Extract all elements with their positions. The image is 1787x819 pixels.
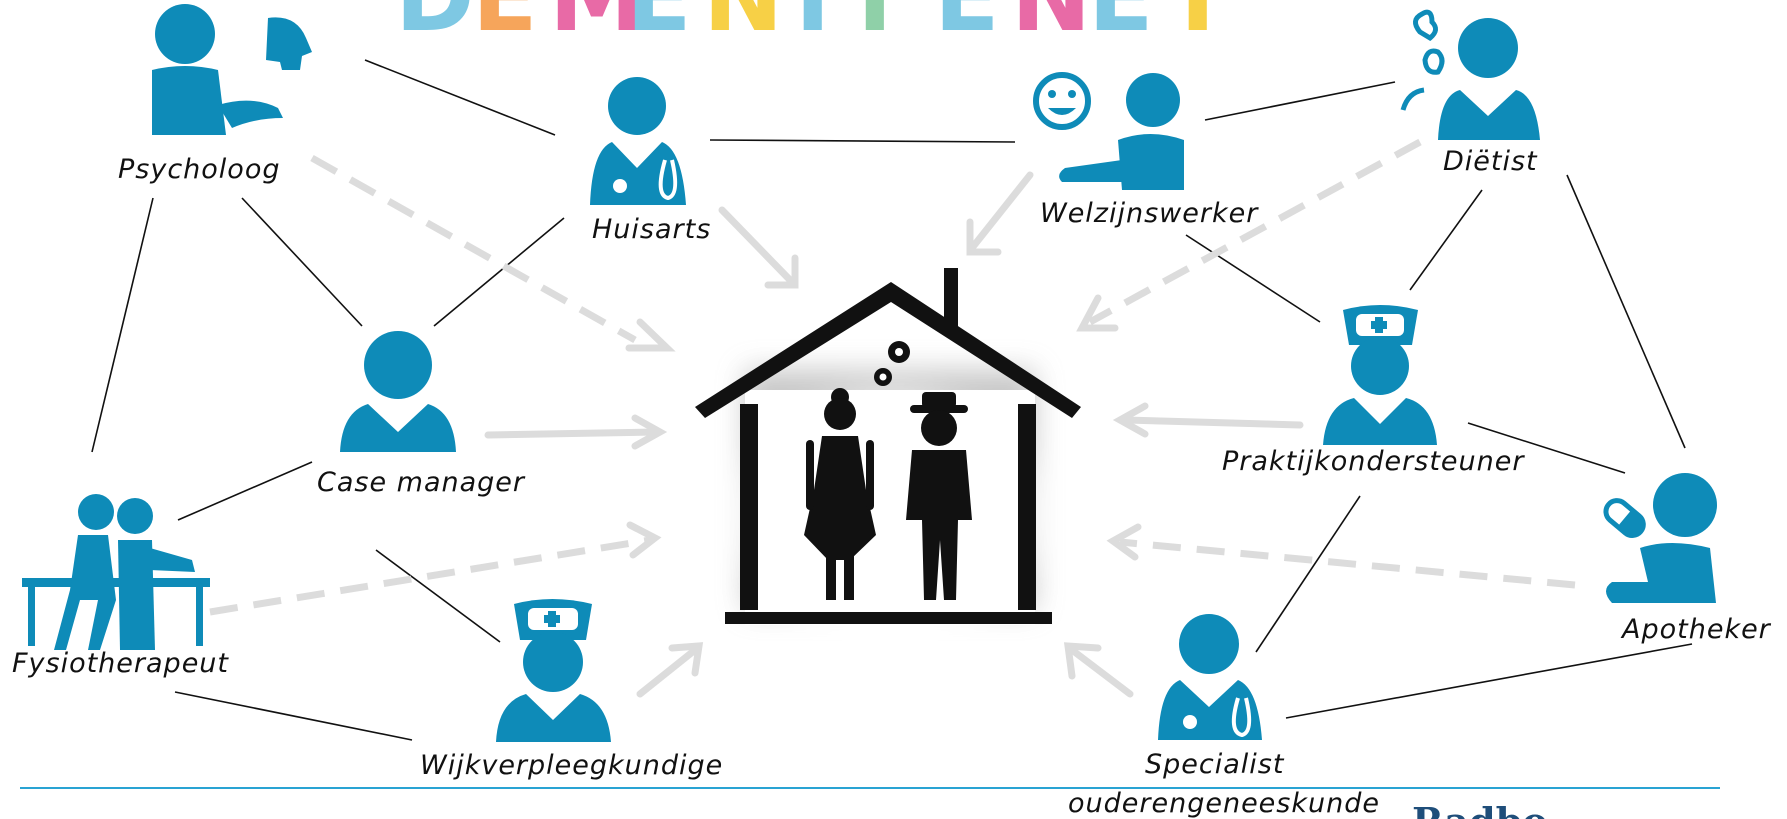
label-welzijnswerker: Welzijnswerker bbox=[1040, 198, 1259, 229]
line-psycholoog-casemanager bbox=[241, 197, 363, 327]
arrow-casemanager-house bbox=[484, 428, 659, 439]
line-praktijk-apotheker bbox=[1467, 422, 1626, 474]
arrow-fysio-house bbox=[209, 536, 651, 616]
title-letter: E bbox=[626, 0, 704, 53]
label-dietist: Diëtist bbox=[1443, 146, 1538, 177]
line-dietist-praktijk bbox=[1409, 189, 1483, 291]
physio-icon bbox=[22, 494, 210, 650]
title-letter: D bbox=[395, 0, 487, 53]
label-wijkverpleegkundige: Wijkverpleegkundige bbox=[420, 750, 723, 781]
label-praktijkondersteuner: Praktijkondersteuner bbox=[1222, 446, 1525, 477]
arrow-head bbox=[625, 318, 676, 352]
title-letter: M bbox=[549, 0, 657, 53]
arrow-dietist-house bbox=[1088, 138, 1422, 326]
label-case-manager: Case manager bbox=[317, 467, 526, 498]
arrow-head bbox=[764, 254, 799, 289]
title-letter: N bbox=[1011, 0, 1103, 53]
line-psycholoog-fysio bbox=[91, 197, 154, 453]
title-letter: I bbox=[857, 0, 905, 53]
label-huisarts: Huisarts bbox=[592, 214, 711, 245]
line-praktijk-specialist bbox=[1255, 495, 1361, 653]
arrow-psycholoog-house bbox=[310, 154, 637, 344]
doctor-icon bbox=[590, 77, 686, 205]
role-labels: Psycholoog Huisarts Welzijnswerker Diëti… bbox=[12, 146, 1772, 819]
line-huisarts-casemanager bbox=[433, 217, 565, 327]
arrow-huisarts-house bbox=[718, 206, 794, 284]
title-partial: DEMENTIENET bbox=[395, 0, 1242, 53]
arrow-wijk-house bbox=[636, 646, 699, 698]
arrow-head bbox=[1076, 294, 1119, 332]
label-apotheker: Apotheker bbox=[1620, 614, 1772, 645]
line-casemanager-wijk bbox=[375, 549, 501, 643]
arrow-head bbox=[1112, 402, 1149, 438]
couple-icon bbox=[804, 388, 972, 600]
title-letter: E bbox=[934, 0, 1012, 53]
pharmacist-icon bbox=[1603, 473, 1717, 603]
nurse-icon bbox=[496, 599, 611, 742]
label-fysiotherapeut: Fysiotherapeut bbox=[12, 648, 229, 679]
line-welzijnswerker-dietist bbox=[1204, 81, 1396, 121]
arrow-welzijn-house bbox=[968, 171, 1034, 252]
line-psycholoog-huisarts bbox=[364, 59, 556, 136]
line-casemanager-fysio bbox=[177, 461, 313, 521]
arrow-head bbox=[626, 521, 662, 559]
title-letter: T bbox=[1165, 0, 1242, 53]
case-manager-icon bbox=[340, 331, 456, 452]
line-dietist-apotheker bbox=[1566, 174, 1686, 449]
line-welzijn-praktijk bbox=[1185, 234, 1321, 323]
label-specialist-line1: Specialist bbox=[1145, 749, 1285, 780]
arrow-praktijk-house bbox=[1121, 416, 1304, 429]
line-specialist-apotheker bbox=[1285, 643, 1693, 719]
footer-logo-partial: Radbo bbox=[1412, 799, 1548, 819]
arrow-apotheker-house bbox=[1119, 538, 1576, 589]
person-talking-icon bbox=[152, 4, 312, 135]
arrow-head bbox=[1063, 642, 1102, 680]
gears-icon bbox=[874, 341, 910, 386]
flow-arrows bbox=[209, 138, 1576, 698]
arrow-head bbox=[668, 642, 704, 677]
line-huisarts-welzijnswerker bbox=[709, 139, 1016, 143]
house-icon bbox=[695, 268, 1081, 625]
arrow-head bbox=[631, 414, 668, 450]
connection-lines bbox=[91, 59, 1693, 741]
line-fysio-wijk bbox=[174, 691, 413, 741]
arrow-head bbox=[966, 218, 1002, 256]
smiley-person-icon bbox=[1033, 72, 1184, 190]
title-letter: T bbox=[780, 0, 857, 53]
arrow-head bbox=[1106, 523, 1142, 561]
nurse-icon bbox=[1323, 305, 1437, 445]
title-letter: E bbox=[1088, 0, 1166, 53]
label-specialist-line2: ouderengeneeskunde bbox=[1068, 788, 1380, 819]
dietitian-icon bbox=[1400, 9, 1540, 140]
arrow-specialist-house bbox=[1068, 646, 1134, 698]
title-letter: N bbox=[703, 0, 795, 53]
label-psycholoog: Psycholoog bbox=[118, 154, 280, 185]
title-letter: E bbox=[472, 0, 550, 53]
doctor-icon bbox=[1158, 614, 1262, 740]
